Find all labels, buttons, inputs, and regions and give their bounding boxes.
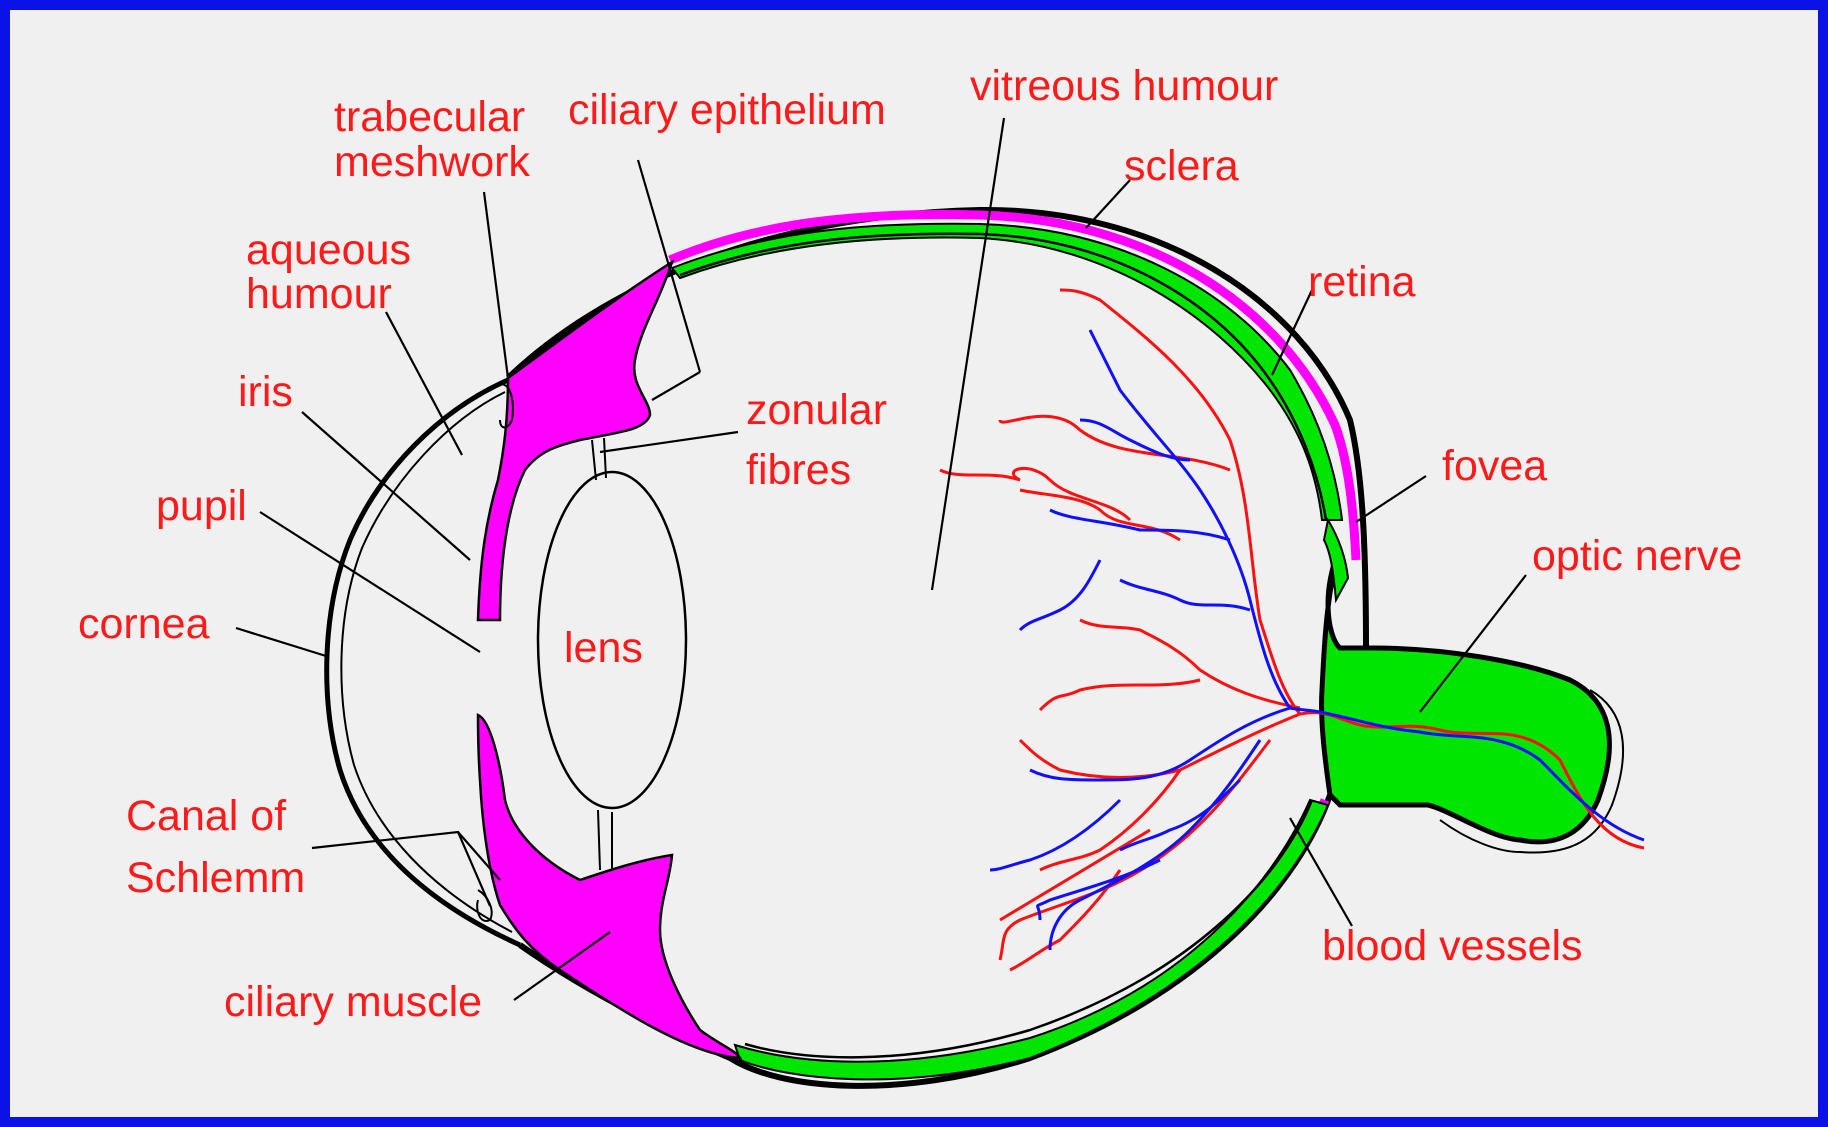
leader-fovea [1356, 476, 1426, 522]
label-canal-of-schlemm-line1: Canal of [126, 792, 287, 840]
artery-2 [1000, 416, 1230, 470]
label-fovea: fovea [1442, 442, 1547, 490]
label-retina: retina [1308, 258, 1416, 306]
leader-zonular-fibres [600, 432, 738, 452]
vein-6 [1030, 708, 1290, 780]
label-iris: iris [238, 368, 293, 416]
zonular-fibres-lower [598, 810, 612, 870]
label-aqueous-humour-line1: aqueous [246, 226, 411, 274]
leader-vitreous-humour [932, 118, 1004, 590]
retina-layer-bottom [735, 800, 1328, 1079]
label-optic-nerve: optic nerve [1532, 532, 1742, 580]
label-ciliary-epithelium: ciliary epithelium [568, 86, 886, 134]
label-pupil: pupil [156, 482, 247, 530]
label-blood-vessels: blood vessels [1322, 922, 1583, 970]
label-trabecular-meshwork-line2: meshwork [334, 138, 530, 186]
ciliary-body-upper [478, 262, 672, 620]
label-vitreous-humour: vitreous humour [970, 62, 1278, 110]
artery-6 [1020, 714, 1300, 778]
leader-ciliary-epithelium-end [652, 372, 700, 400]
label-zonular-fibres-line1: zonular [746, 386, 887, 434]
vein-4 [1020, 560, 1100, 630]
label-cornea: cornea [78, 600, 210, 648]
leader-trabecular-meshwork [484, 192, 508, 378]
label-aqueous-humour-line2: humour [246, 270, 392, 318]
labels: trabecular meshwork ciliary epithelium v… [78, 62, 1742, 1026]
label-trabecular-meshwork-line1: trabecular [334, 93, 525, 141]
label-ciliary-muscle: ciliary muscle [224, 978, 482, 1026]
label-lens: lens [564, 624, 643, 672]
label-sclera: sclera [1124, 142, 1239, 190]
ciliary-body-lower [478, 715, 740, 1058]
label-zonular-fibres-line2: fibres [746, 446, 851, 494]
artery-4 [1020, 490, 1180, 540]
leader-cornea [236, 628, 326, 656]
artery-9 [1010, 870, 1120, 970]
artery-10 [1040, 680, 1200, 710]
label-canal-of-schlemm-line2: Schlemm [126, 854, 305, 902]
vein-1 [1090, 330, 1290, 708]
vein-5 [1120, 580, 1250, 610]
leader-blood-vessels [1290, 818, 1352, 926]
